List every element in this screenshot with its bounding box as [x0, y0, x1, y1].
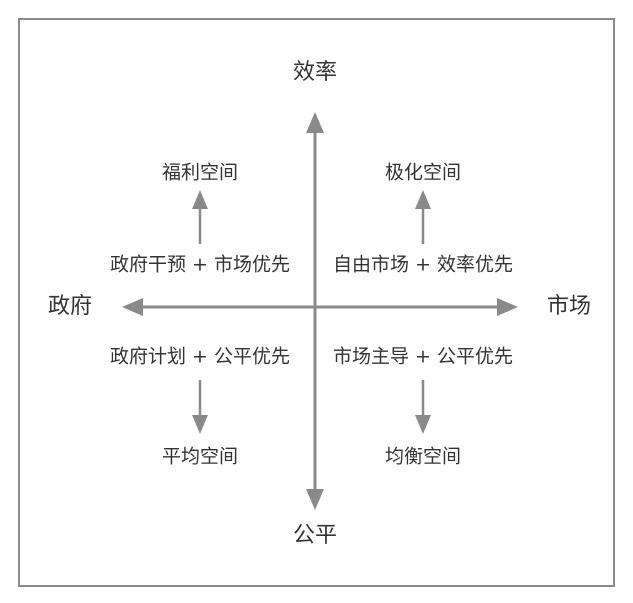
vertical-axis-down-arrowhead [306, 489, 324, 510]
bottom-left-space-label: 平均空间 [161, 445, 239, 468]
horizontal-axis-right-arrowhead [497, 298, 518, 316]
bottom-left-arrowhead [192, 415, 208, 434]
bottom-left-model-label: 政府计划 + 公平优先 [110, 345, 290, 368]
axis-label-efficiency: 效率 [292, 60, 338, 85]
bottom-right-space-label: 均衡空间 [384, 445, 462, 468]
horizontal-axis-left-arrowhead [122, 298, 143, 316]
top-right-model-label: 自由市场 + 效率优先 [333, 253, 513, 276]
top-left-space-label: 福利空间 [161, 161, 239, 184]
axis-label-fairness: 公平 [292, 523, 338, 548]
top-left-model-label: 政府干预 + 市场优先 [110, 253, 290, 276]
top-left-arrowhead [192, 190, 208, 209]
axis-label-market: 市场 [546, 294, 592, 319]
bottom-right-model-label: 市场主导 + 公平优先 [333, 345, 513, 368]
top-right-arrowhead [415, 190, 431, 209]
bottom-right-arrowhead [415, 415, 431, 434]
diagram-frame [18, 18, 615, 587]
axis-label-government: 政府 [47, 294, 93, 319]
top-right-space-label: 极化空间 [384, 161, 462, 184]
vertical-axis-up-arrowhead [306, 112, 324, 133]
